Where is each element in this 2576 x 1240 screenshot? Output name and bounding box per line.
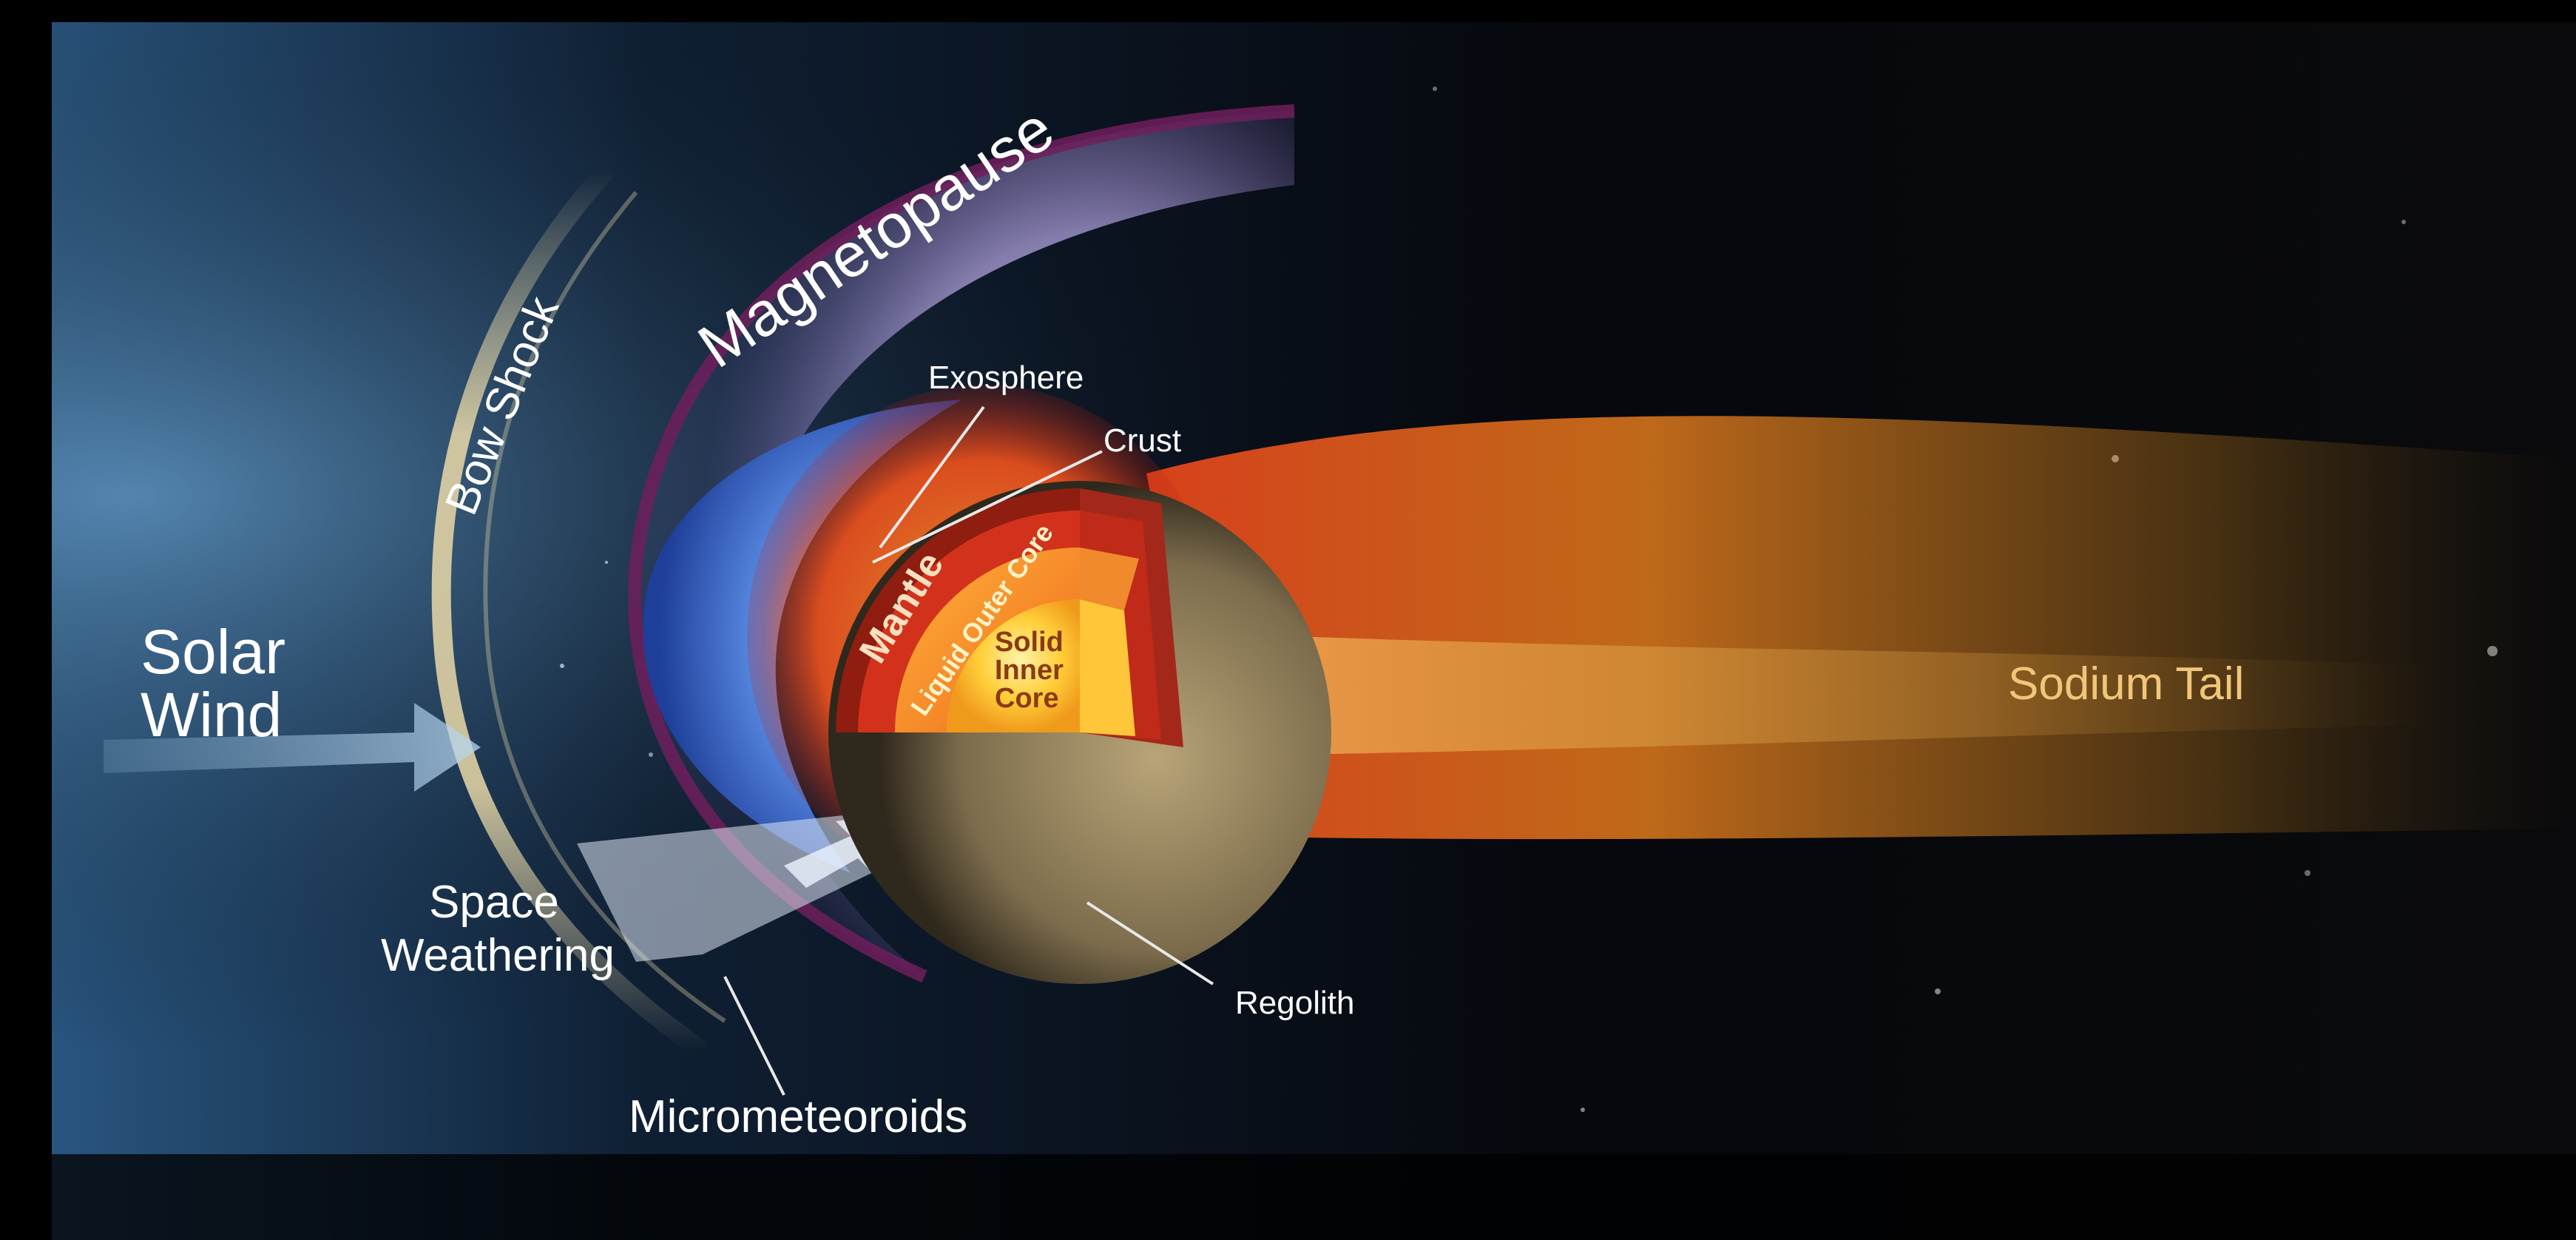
- leader-regolith: [1086, 901, 1214, 985]
- label-solid-inner-core-2: Inner: [995, 655, 1064, 686]
- label-solid-inner-core-1: Solid: [995, 627, 1064, 658]
- bow-shock: [431, 164, 709, 1059]
- label-space-weathering-2: Weathering: [381, 930, 615, 981]
- label-micrometeoroids: Micrometeoroids: [629, 1091, 967, 1142]
- sodium-tail: [1146, 416, 2576, 840]
- label-sodium-tail: Sodium Tail: [2008, 658, 2244, 710]
- cutaway-inner-core-right: [1080, 599, 1135, 736]
- label-regolith: Regolith: [1235, 985, 1354, 1021]
- cutaway-inner-core: [947, 599, 1080, 732]
- planet-cutaway: [836, 488, 1183, 747]
- magnetosphere-lobe: [643, 400, 961, 873]
- solar-wind-arrow: [104, 703, 481, 792]
- label-space-weathering-1: Space: [429, 877, 559, 928]
- label-crust: Crust: [1103, 422, 1181, 459]
- leader-exosphere: [879, 405, 985, 549]
- bow-shock-inner: [483, 191, 726, 1023]
- label-solid-inner-core-3: Core: [995, 683, 1059, 714]
- leader-micrometeoroids: [723, 976, 785, 1096]
- top-border: [0, 0, 2576, 22]
- bottom-shade: [0, 1154, 2576, 1240]
- cutaway-outer-core-right: [1080, 547, 1139, 610]
- magnetopause-shell: [635, 111, 1294, 977]
- left-border: [0, 0, 52, 1240]
- leader-crust: [872, 450, 1103, 564]
- label-solar-wind-2: Wind: [141, 680, 282, 749]
- label-exosphere: Exosphere: [928, 360, 1084, 396]
- label-solar-wind-1: Solar: [141, 617, 285, 687]
- sodium-tail-core: [1294, 636, 2441, 755]
